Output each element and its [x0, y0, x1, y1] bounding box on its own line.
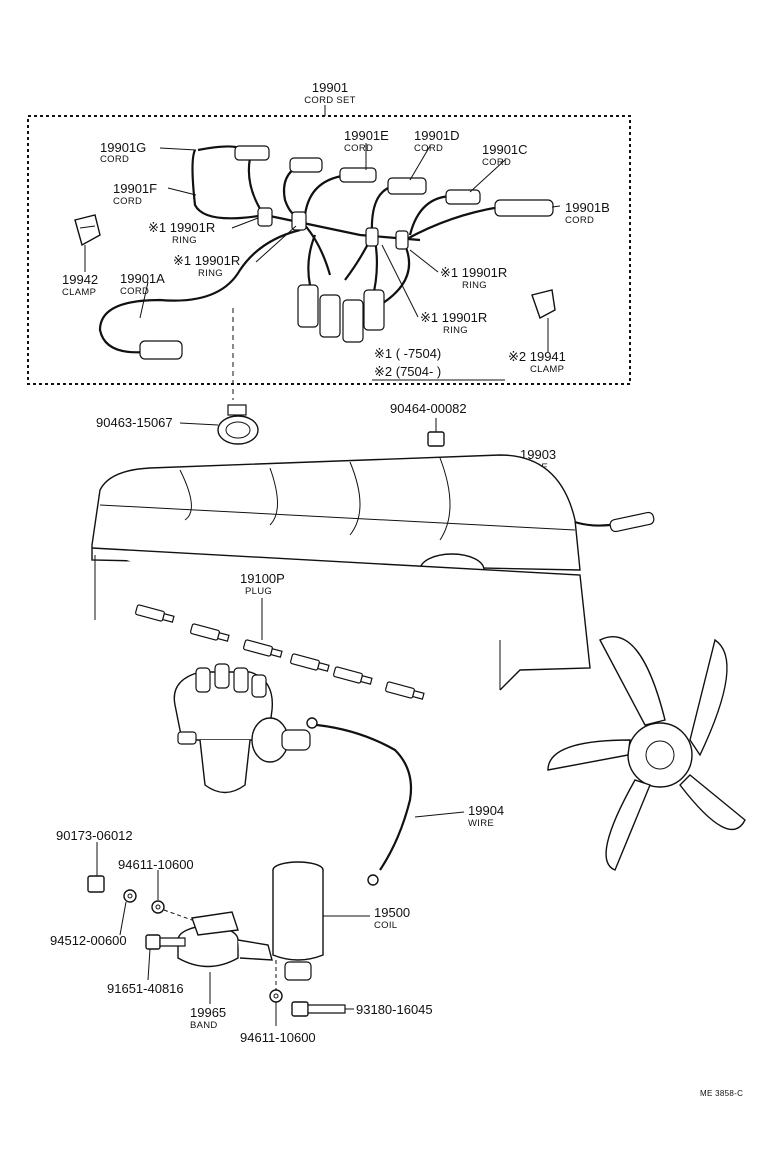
coil-19500-number: 19500	[374, 905, 410, 920]
part-90464-00082: 90464-00082	[390, 401, 467, 416]
nut-90173-drawing	[87, 875, 105, 893]
plug-19100p-name: PLUG	[245, 586, 272, 597]
clip-90464-drawing	[427, 431, 445, 447]
ring-4-number: ※1 19901R	[420, 310, 487, 325]
band-19965-name: BAND	[190, 1020, 218, 1031]
fan-drawing	[547, 635, 746, 871]
cord-g-name: CORD	[100, 154, 129, 165]
cord-c-name: CORD	[482, 157, 511, 168]
part-94611-10600-bottom: 94611-10600	[240, 1030, 316, 1045]
coil-drawing	[272, 861, 324, 981]
clamp-19941-number: ※2 19941	[508, 349, 566, 364]
cord-boots	[139, 145, 554, 360]
engine-valve-cover	[91, 454, 591, 691]
part-91651-40816: 91651-40816	[107, 981, 184, 996]
part-94611-10600-top: 94611-10600	[118, 857, 194, 872]
ring-2-name: RING	[198, 268, 223, 279]
note-1: ※1 ( -7504)	[374, 346, 441, 361]
ring-3-number: ※1 19901R	[440, 265, 507, 280]
cord-f-name: CORD	[113, 196, 142, 207]
band-drawing	[177, 911, 273, 968]
cord-set-name: CORD SET	[304, 95, 356, 106]
ring-3-name: RING	[462, 280, 487, 291]
wire-19904-drawing	[306, 717, 413, 886]
clamp-19942-name: CLAMP	[62, 287, 96, 298]
cord-a-name: CORD	[120, 286, 149, 297]
cord-e-name: CORD	[344, 143, 373, 154]
wire-19904-number: 19904	[468, 803, 504, 818]
cord-d-number: 19901D	[414, 128, 460, 143]
spark-plugs-drawing	[135, 604, 425, 700]
ring-1-name: RING	[172, 235, 197, 246]
cord-c-number: 19901C	[482, 142, 528, 157]
bolt-93180-drawing	[291, 1001, 346, 1017]
coil-19500-name: COIL	[374, 920, 397, 931]
clamp-19942-drawing	[74, 214, 101, 247]
ring-4-name: RING	[443, 325, 468, 336]
part-93180-16045: 93180-16045	[356, 1002, 433, 1017]
hose-clamp-drawing	[217, 404, 259, 445]
cord-b-name: CORD	[565, 215, 594, 226]
band-19965-number: 19965	[190, 1005, 226, 1020]
part-94512-00600: 94512-00600	[50, 933, 127, 948]
clamp-19942-number: 19942	[62, 272, 98, 287]
cord-f-number: 19901F	[113, 181, 157, 196]
distributor-drawing	[173, 663, 311, 794]
washer-94512-drawing	[123, 889, 137, 903]
cord-set-box	[27, 105, 631, 385]
cord-d-name: CORD	[414, 143, 443, 154]
clamp-19941-name: CLAMP	[530, 364, 564, 375]
plug-19100p-number: 19100P	[240, 571, 285, 586]
ring-1-number: ※1 19901R	[148, 220, 215, 235]
wire-19903-number: 19903	[520, 447, 556, 462]
bolt-91651-drawing	[145, 934, 186, 950]
clamp-19941-drawing	[531, 289, 556, 345]
washer-94611-top-drawing	[151, 900, 165, 914]
cord-g-number: 19901G	[100, 140, 146, 155]
cord-set-number: 19901	[312, 80, 348, 95]
ring-2-number: ※1 19901R	[173, 253, 240, 268]
cord-e-number: 19901E	[344, 128, 389, 143]
reference-code: ME 3858-C	[700, 1089, 743, 1098]
wire-19904-name: WIRE	[468, 818, 494, 829]
part-90173-06012: 90173-06012	[56, 828, 133, 843]
note-2: ※2 (7504- )	[374, 364, 441, 379]
leader-lines-cordset	[84, 143, 561, 381]
cord-a-number: 19901A	[120, 271, 165, 286]
part-90463-15067: 90463-15067	[96, 415, 173, 430]
cord-b-number: 19901B	[565, 200, 610, 215]
washer-94611-bottom-drawing	[269, 989, 283, 1003]
